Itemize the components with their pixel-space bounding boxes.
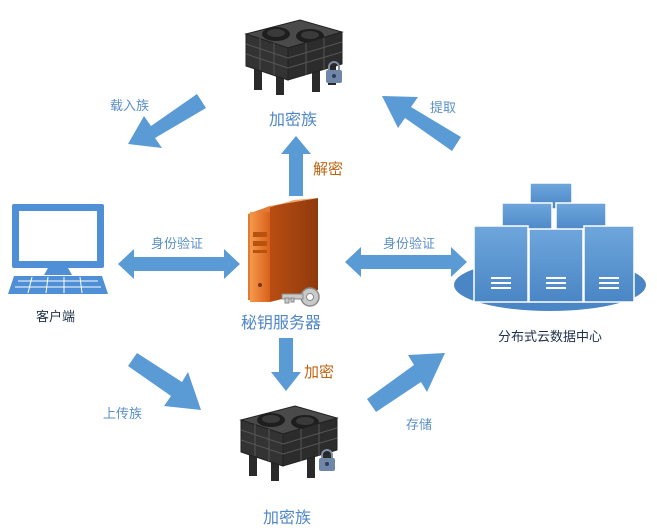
computer-icon [8, 204, 108, 294]
locked-storage-icon-top [244, 19, 344, 95]
cloud-center-label: 分布式云数据中心 [498, 330, 603, 345]
store-label: 存储 [406, 418, 433, 433]
arrows [118, 94, 467, 412]
fetch-label: 提取 [430, 101, 457, 116]
lock-icon [326, 61, 342, 83]
key-icon [281, 287, 320, 307]
client-label: 客户端 [36, 310, 76, 325]
auth-right-label: 身份验证 [383, 237, 436, 252]
download-label: 载入族 [110, 99, 150, 114]
upload-arrow [128, 353, 201, 410]
decrypt-arrow [281, 136, 311, 196]
data-center-icon [454, 182, 646, 311]
auth-right-arrow [345, 247, 467, 277]
locked-storage-icon-bottom [239, 405, 339, 481]
auth-left-label: 身份验证 [151, 237, 204, 252]
encrypt-arrow [271, 338, 301, 391]
encrypted-bottom-label: 加密族 [263, 508, 312, 527]
lock-icon [319, 449, 335, 471]
server-key-icon [248, 198, 320, 307]
decrypt-label: 解密 [313, 160, 344, 178]
encrypted-top-label: 加密族 [269, 110, 318, 129]
store-arrow [367, 353, 445, 412]
download-arrow [128, 94, 206, 148]
fetch-arrow [382, 96, 461, 151]
auth-left-arrow [118, 249, 240, 279]
key-server-label: 秘钥服务器 [241, 313, 322, 332]
upload-label: 上传族 [103, 407, 143, 422]
encrypt-label: 加密 [304, 363, 335, 381]
